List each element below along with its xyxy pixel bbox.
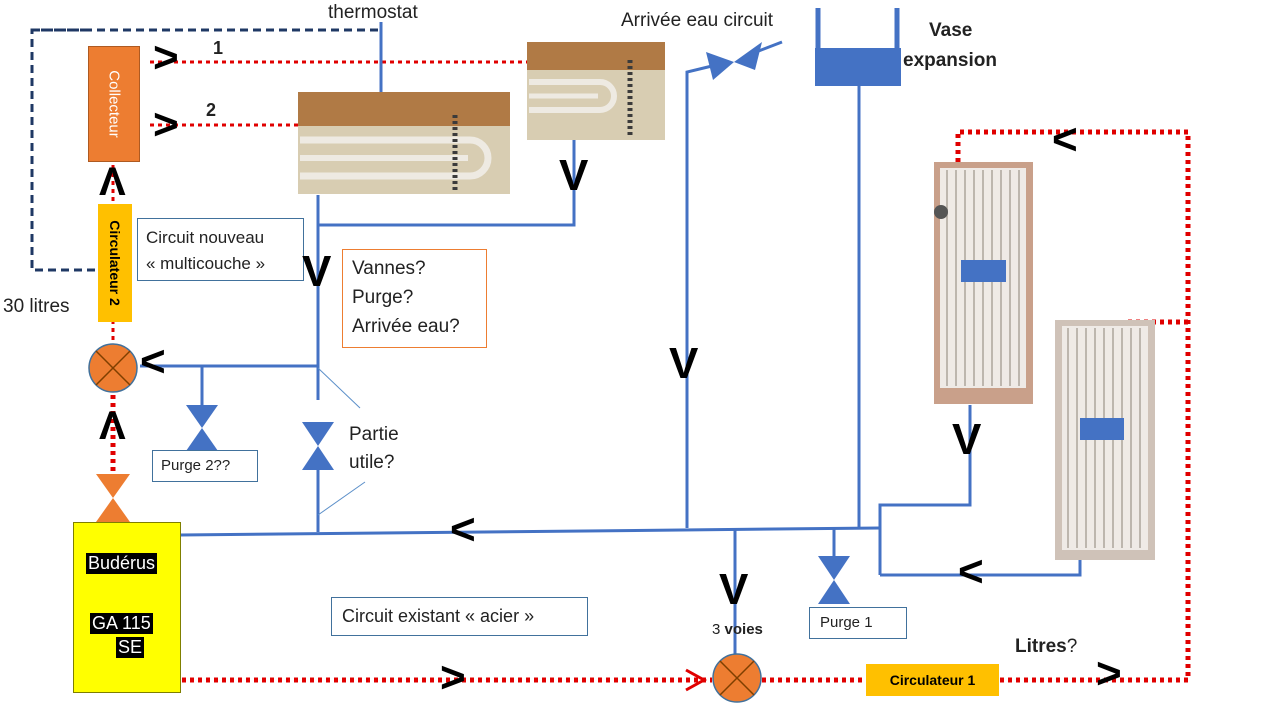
water-inlet-valve-icon[interactable] [706,42,762,80]
three-way-label: 3 voies [712,621,763,638]
circulateur1-label: Circulateur 1 [889,672,976,688]
purge2-box: Purge 2?? [152,450,258,482]
purge1-box: Purge 1 [809,607,907,639]
expansion-vessel [815,8,901,86]
boiler-brand-label: Budérus [86,553,158,574]
radiator2-return-pipe [880,555,1082,577]
circuit-existant-box: Circuit existant « acier » [331,597,588,636]
loop1-label: 1 [213,38,224,58]
circuit-nouveau-line2: « multicouche » [146,254,266,273]
circulator1-to-radiators-line [955,129,1191,683]
annotation-line-bottom [317,481,366,516]
water-inlet-pipe [685,64,713,528]
question-purge: Purge? [352,287,414,308]
floor-heating-photo-1 [298,92,510,194]
water-inlet-label: Arrivée eau circuit [621,10,774,31]
radiator-photo-1 [934,162,1033,404]
purge2-valve-icon[interactable] [186,405,218,451]
three-way-word: voies [724,621,763,638]
flow-arrow-right-boiler: > [440,653,466,702]
purge1-label: Purge 1 [820,614,873,631]
flow-arrow-left-top-loop: < [1052,115,1078,164]
circulateur2-box[interactable]: Circulateur 2 [98,204,132,322]
floor-heating-photo-2 [527,42,665,140]
three-way-valve-icon[interactable] [712,653,762,703]
flow-arrow-left-return: < [450,505,476,554]
litres-label: Litres? [1015,636,1077,658]
radiator-photo-2 [1055,320,1155,560]
boiler-valve-icon[interactable] [96,474,130,522]
flow-arrow-down-supply: V [302,247,332,296]
partie-utile-line1: Partie [349,424,399,445]
three-way-number: 3 [712,621,721,638]
three-way-inlet-arrow-icon [685,668,708,692]
flow-arrow-up-boiler: Λ [99,404,126,448]
boiler-box[interactable]: Budérus GA 115 SE [73,522,181,693]
purge2-label: Purge 2?? [161,457,231,474]
water-inlet-pipe-end [755,40,783,54]
boiler-model-line1: GA 115 [90,613,153,634]
thermostat-label: thermostat [328,2,418,23]
flow-arrow-left-mixer: < [140,337,166,386]
flow-arrow-down-radiator1: V [952,415,982,464]
litres-word: Litres [1015,636,1067,657]
flow-arrow-down-loop-return: V [559,151,589,200]
radiator-return-pipe [878,405,972,575]
mixer-valve-icon[interactable] [88,343,138,393]
flow-arrow-right-circulator1: > [1096,649,1122,698]
circulateur1-box[interactable]: Circulateur 1 [866,664,999,696]
collecteur-label: Collecteur [105,70,123,138]
flow-arrow-right-loop1: > [153,33,179,82]
purge1-valve-icon[interactable] [818,556,850,604]
volume-30-litres-label: 30 litres [3,296,70,317]
circuit-nouveau-line1: Circuit nouveau [146,228,265,247]
main-return-pipe [179,526,881,537]
annotation-line-top [317,367,361,409]
questions-box: Vannes? Purge? Arrivée eau? [342,249,487,348]
flow-arrow-up-collector: Λ [99,160,126,204]
expansion-vessel-label-line2: expansion [903,50,997,71]
circuit-nouveau-box: Circuit nouveau « multicouche » [137,218,304,281]
boiler-model-line2: SE [116,637,145,658]
collecteur-box[interactable]: Collecteur [88,46,140,162]
flow-arrow-down-inlet: V [669,339,699,388]
circulateur2-label: Circulateur 2 [107,220,123,306]
circuit-existant-label: Circuit existant « acier » [342,606,535,626]
partie-utile-line2: utile? [349,452,395,473]
blue-pipes [140,22,1082,655]
expansion-vessel-label-line1: Vase [929,20,973,41]
flow-arrow-left-radiator2: < [958,547,984,596]
question-vannes: Vannes? [352,258,426,279]
flow-arrow-right-loop2: > [153,100,179,149]
partie-utile-valve-icon[interactable] [302,422,334,470]
flow-arrow-down-3way: V [719,565,749,614]
red-dotted-circuits [110,60,1191,683]
loop2-label: 2 [206,100,217,120]
litres-question: ? [1066,636,1078,657]
question-arrivee-eau: Arrivée eau? [352,316,460,337]
